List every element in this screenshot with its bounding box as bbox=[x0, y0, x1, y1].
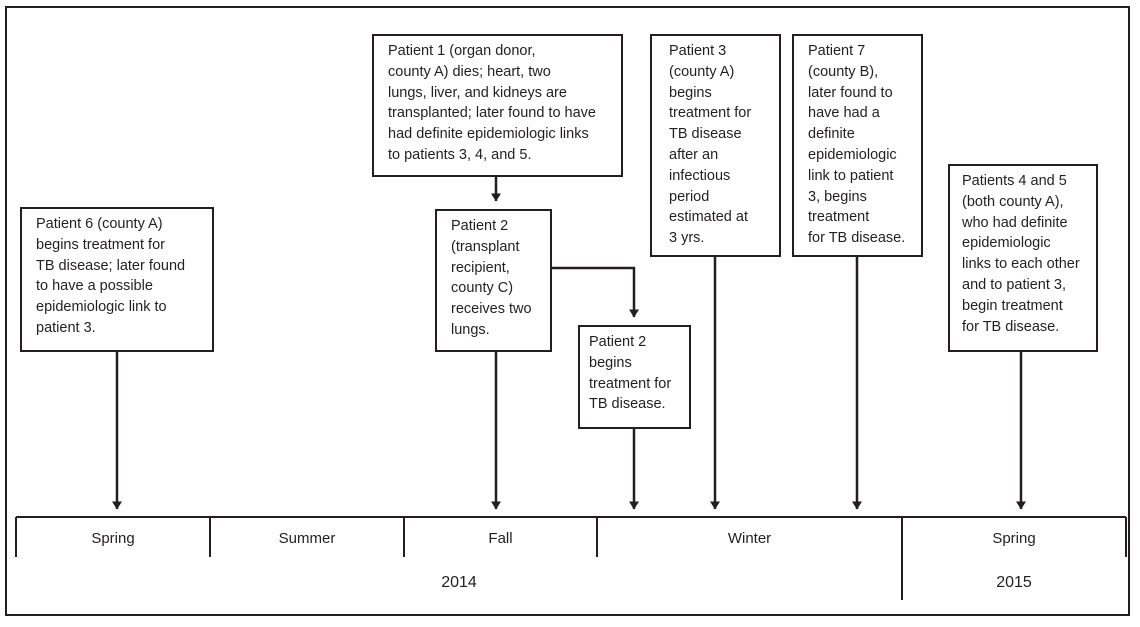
event-text: who had definite bbox=[962, 214, 1068, 231]
event-text: county A) dies; heart, two bbox=[388, 63, 551, 80]
event-text: begins bbox=[669, 84, 712, 101]
event-text: later found to bbox=[808, 84, 893, 101]
event-text: (county A) bbox=[669, 63, 735, 80]
event-text: infectious bbox=[669, 167, 731, 184]
event-text: (both county A), bbox=[962, 193, 1064, 210]
event-text: treatment bbox=[808, 209, 870, 226]
season-label-spring-2014: Spring bbox=[91, 530, 135, 547]
year-label-2014: 2014 bbox=[441, 574, 477, 591]
event-box-patient1: Patient 1 (organ donor, county A) dies; … bbox=[372, 34, 623, 177]
event-text: receives two bbox=[451, 301, 532, 318]
event-text: recipient, bbox=[451, 259, 510, 276]
event-text: TB disease; later found bbox=[36, 257, 186, 274]
connector-patient2-to-treatment bbox=[551, 266, 639, 318]
event-text: epidemiologic link to bbox=[36, 299, 167, 316]
event-text: period bbox=[669, 188, 710, 205]
event-box-patient2-transplant: Patient 2 (transplant recipient, county … bbox=[435, 209, 552, 352]
event-text: link to patient bbox=[808, 167, 894, 184]
event-text: had definite epidemiologic links bbox=[388, 126, 589, 143]
event-text: have had a bbox=[808, 105, 880, 122]
event-text: for TB disease. bbox=[808, 230, 906, 247]
event-box-patient7: Patient 7 (county B), later found to hav… bbox=[792, 34, 923, 257]
season-label-spring-2015: Spring bbox=[992, 530, 1036, 547]
event-text: Patients 4 and 5 bbox=[962, 173, 1067, 189]
event-text: 3, begins bbox=[808, 188, 867, 205]
event-text: patient 3. bbox=[36, 319, 96, 336]
event-text: begins treatment for bbox=[36, 236, 165, 253]
event-text: to patients 3, 4, and 5. bbox=[388, 146, 532, 163]
event-text: Patient 7 bbox=[808, 43, 866, 59]
event-text: for TB disease. bbox=[962, 318, 1060, 335]
event-text: Patient 6 (county A) bbox=[36, 216, 163, 232]
event-text: to have a possible bbox=[36, 278, 153, 295]
event-text: TB disease. bbox=[589, 396, 666, 413]
event-text: TB disease bbox=[669, 126, 742, 143]
event-text: Patient 2 bbox=[589, 334, 647, 350]
figure-frame bbox=[5, 6, 1130, 616]
event-text: Patient 3 bbox=[669, 43, 727, 59]
event-text: (transplant bbox=[451, 238, 520, 255]
event-text: lungs, liver, and kidneys are bbox=[388, 84, 567, 101]
event-text: epidemiologic bbox=[808, 146, 897, 163]
event-box-patient3: Patient 3 (county A) begins treatment fo… bbox=[650, 34, 781, 257]
event-text: begin treatment bbox=[962, 297, 1063, 314]
event-text: after an bbox=[669, 146, 719, 163]
event-text: Patient 1 (organ donor, bbox=[388, 43, 536, 59]
season-label-winter: Winter bbox=[727, 530, 772, 547]
event-box-patient6: Patient 6 (county A) begins treatment fo… bbox=[20, 207, 214, 352]
event-text: and to patient 3, bbox=[962, 276, 1066, 293]
event-box-patient2-treatment: Patient 2 begins treatment for TB diseas… bbox=[578, 325, 691, 429]
event-text: definite bbox=[808, 126, 855, 143]
season-label-summer: Summer bbox=[278, 530, 336, 547]
event-text: treatment for bbox=[669, 105, 752, 122]
event-text: county C) bbox=[451, 280, 514, 297]
event-text: Patient 2 bbox=[451, 218, 509, 234]
event-text: epidemiologic bbox=[962, 235, 1051, 252]
event-text: 3 yrs. bbox=[669, 230, 705, 247]
event-text: lungs. bbox=[451, 321, 490, 338]
event-text: links to each other bbox=[962, 256, 1080, 273]
event-text: estimated at bbox=[669, 209, 748, 226]
event-text: begins bbox=[589, 354, 632, 371]
event-box-patients4-5: Patients 4 and 5 (both county A), who ha… bbox=[948, 164, 1098, 352]
year-label-2015: 2015 bbox=[996, 574, 1032, 591]
event-text: transplanted; later found to have bbox=[388, 105, 596, 122]
season-label-fall: Fall bbox=[488, 530, 513, 547]
event-text: treatment for bbox=[589, 375, 672, 392]
event-text: (county B), bbox=[808, 63, 879, 80]
